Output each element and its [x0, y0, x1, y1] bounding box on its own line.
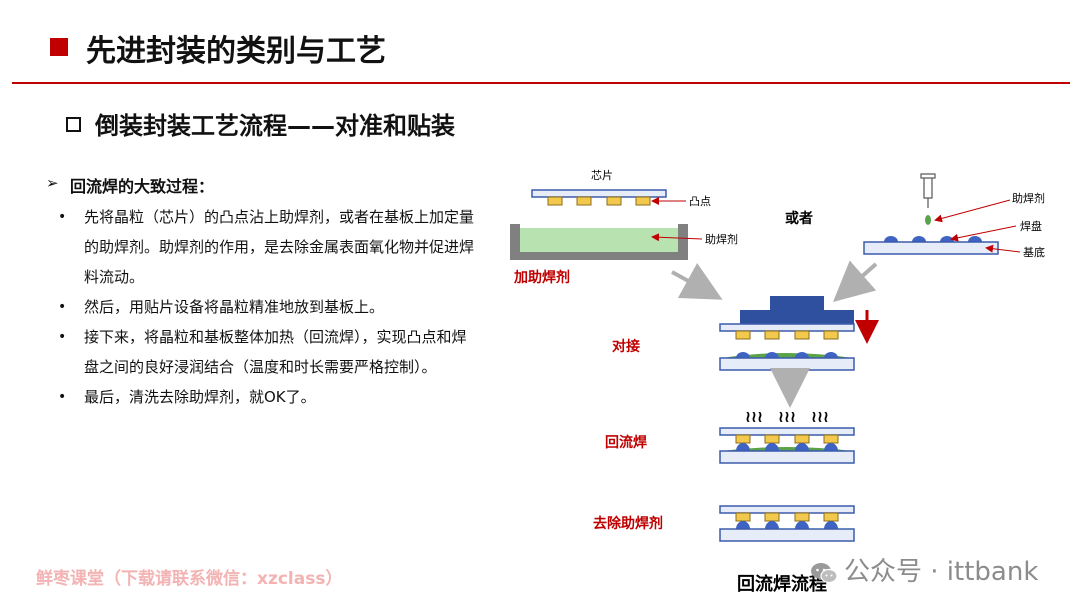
list-item: 接下来，将晶粒和基板整体加热（回流焊），实现凸点和焊盘之间的良好浸润结合（温度和… [54, 322, 474, 382]
section-heading: 回流焊的大致过程： [70, 177, 215, 196]
flow-arrow [833, 260, 878, 302]
watermark-text: 鲜枣课堂（下载请联系微信：xzclass） [36, 569, 343, 589]
pad-label: 焊盘 [1020, 219, 1042, 233]
bump [635, 196, 651, 206]
align-label: 对接 [612, 338, 640, 355]
page-subtitle: 倒装封装工艺流程——对准和贴装 [95, 112, 455, 140]
chip [719, 323, 855, 332]
substrate [719, 450, 855, 464]
flux-dip-stage: 芯片 凸点 助焊剂 加助焊剂 [510, 168, 738, 286]
heat-icon: ≀≀≀ [745, 407, 763, 426]
reflow-stage: ≀≀≀ ≀≀≀ ≀≀≀ 回流焊 [605, 407, 855, 464]
page-title: 先进封装的类别与工艺 [86, 34, 386, 69]
subtitle-checkbox-icon [66, 117, 81, 132]
dispenser-icon [923, 175, 933, 199]
chip [531, 189, 667, 198]
substrate-label: 基底 [1023, 245, 1045, 259]
title-marker [50, 38, 68, 56]
wechat-icon [811, 562, 838, 583]
flux-pool [520, 228, 678, 252]
flux-drop [925, 215, 931, 225]
list-item: 先将晶粒（芯片）的凸点沾上助焊剂，或者在基板上加定量的助焊剂。助焊剂的作用，是去… [54, 202, 474, 292]
substrate [863, 241, 999, 255]
wechat-account: 公众号 · ittbank [810, 551, 1038, 588]
heat-icon: ≀≀≀ [778, 407, 796, 426]
remove-flux-label: 去除助焊剂 [593, 515, 663, 532]
arrow-bullet-icon: ➢ [46, 174, 59, 192]
flux-removal-stage: 去除助焊剂 [593, 505, 855, 542]
flux-label-left: 助焊剂 [705, 232, 738, 246]
add-flux-label: 加助焊剂 [513, 269, 570, 286]
diagram-caption: 回流焊流程 [737, 573, 827, 595]
heat-icon: ≀≀≀ [811, 407, 829, 426]
bump [547, 196, 563, 206]
bond-head [770, 296, 824, 310]
flow-arrow [671, 262, 723, 300]
list-item: 最后，清洗去除助焊剂，就OK了。 [54, 382, 474, 412]
wechat-account-name: 公众号 · ittbank [844, 557, 1039, 587]
substrate [719, 528, 855, 542]
reflow-label: 回流焊 [605, 434, 647, 451]
flux-label-right: 助焊剂 [1012, 191, 1045, 205]
list-item: 然后，用贴片设备将晶粒精准地放到基板上。 [54, 292, 474, 322]
flux-tray [510, 224, 688, 260]
title-divider [12, 82, 1070, 84]
process-list: 先将晶粒（芯片）的凸点沾上助焊剂，或者在基板上加定量的助焊剂。助焊剂的作用，是去… [54, 202, 474, 412]
bump [606, 196, 622, 206]
align-stage: 对接 [612, 296, 879, 371]
chip-label: 芯片 [591, 168, 613, 182]
chip [719, 427, 855, 436]
bump [576, 196, 592, 206]
substrate [719, 357, 855, 371]
or-label: 或者 [785, 210, 813, 227]
flip-chip-process-diagram: 芯片 凸点 助焊剂 加助焊剂 或者 助焊剂 焊盘 基底 [510, 168, 1045, 595]
chip [719, 505, 855, 514]
flux-dispense-stage: 助焊剂 焊盘 基底 [863, 173, 1045, 259]
bump-label: 凸点 [689, 195, 711, 208]
